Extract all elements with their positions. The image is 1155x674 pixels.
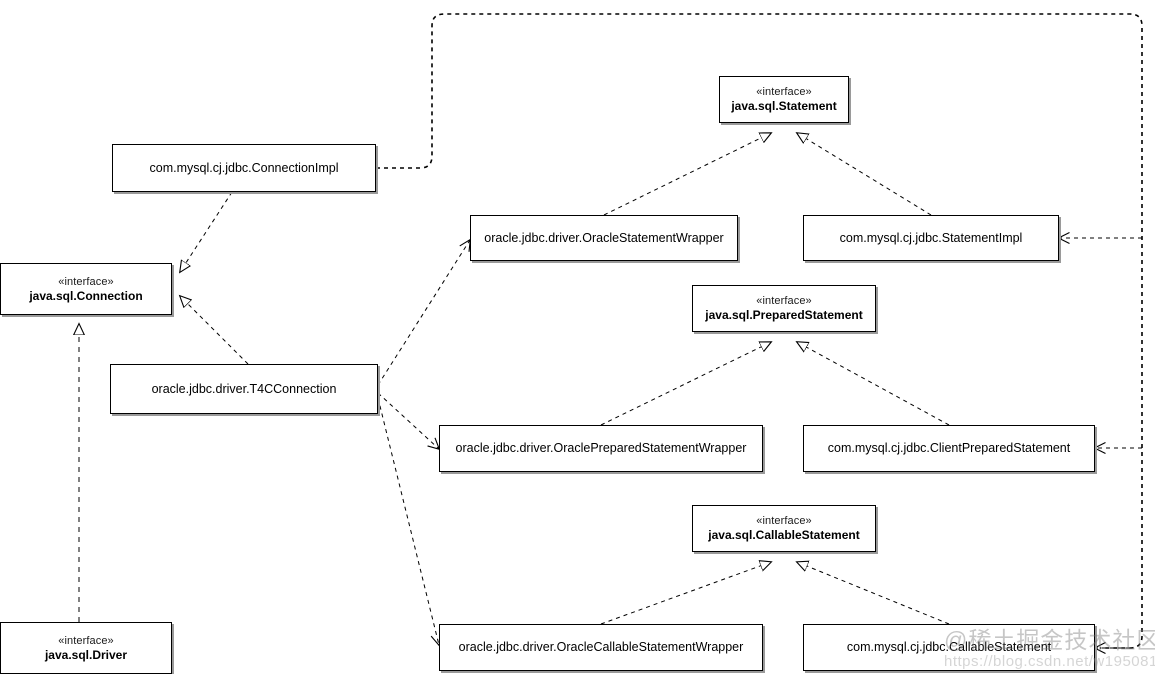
node-sql-statement[interactable]: «interface» java.sql.Statement bbox=[719, 76, 849, 123]
node-oracle-callable-statement-wrapper[interactable]: oracle.jdbc.driver.OracleCallableStateme… bbox=[439, 624, 763, 671]
node-connection-impl[interactable]: com.mysql.cj.jdbc.ConnectionImpl bbox=[112, 144, 376, 192]
edge-connectionimpl-to-connection bbox=[180, 191, 233, 272]
node-oracle-statement-wrapper[interactable]: oracle.jdbc.driver.OracleStatementWrappe… bbox=[470, 215, 738, 261]
edge-t4cconnection-to-connection bbox=[180, 296, 249, 365]
node-sql-prepared-statement[interactable]: «interface» java.sql.PreparedStatement bbox=[692, 285, 876, 332]
node-oracle-statement-wrapper-label: oracle.jdbc.driver.OracleStatementWrappe… bbox=[484, 230, 724, 245]
node-oracle-prepared-statement-wrapper[interactable]: oracle.jdbc.driver.OraclePreparedStateme… bbox=[439, 425, 763, 472]
edge-connectionimpl-bus-trunk bbox=[376, 13, 1143, 649]
node-mysql-statement-impl-label: com.mysql.cj.jdbc.StatementImpl bbox=[839, 230, 1023, 245]
node-sql-driver[interactable]: «interface» java.sql.Driver bbox=[0, 622, 172, 674]
node-sql-prepared-statement-stereotype: «interface» bbox=[756, 295, 812, 307]
node-sql-driver-stereotype: «interface» bbox=[58, 634, 114, 647]
node-sql-driver-label: java.sql.Driver bbox=[44, 647, 128, 662]
node-t4c-connection[interactable]: oracle.jdbc.driver.T4CConnection bbox=[110, 364, 378, 414]
node-mysql-statement-impl[interactable]: com.mysql.cj.jdbc.StatementImpl bbox=[803, 215, 1059, 261]
node-sql-callable-statement-label: java.sql.CallableStatement bbox=[708, 528, 860, 542]
edge-mysql-statement-impl-to-statement bbox=[797, 133, 932, 216]
edge-mysql-client-prepared-to-prepared bbox=[797, 342, 950, 426]
node-sql-statement-label: java.sql.Statement bbox=[731, 99, 837, 113]
edge-oracle-statement-wrapper-to-statement bbox=[603, 133, 771, 216]
edge-t4cconnection-to-oracle-prepared-wrapper bbox=[377, 392, 441, 451]
node-mysql-callable-statement[interactable]: com.mysql.cj.jdbc.CallableStatement bbox=[803, 624, 1095, 671]
edge-mysql-callable-to-callable bbox=[797, 562, 950, 625]
node-sql-callable-statement-stereotype: «interface» bbox=[756, 515, 812, 527]
node-oracle-callable-statement-wrapper-label: oracle.jdbc.driver.OracleCallableStateme… bbox=[458, 640, 744, 654]
node-connection-impl-label: com.mysql.cj.jdbc.ConnectionImpl bbox=[149, 160, 339, 175]
node-sql-connection[interactable]: «interface» java.sql.Connection bbox=[0, 263, 172, 315]
edge-t4cconnection-to-oracle-callable-wrapper bbox=[377, 397, 443, 647]
node-mysql-client-prepared-statement-label: com.mysql.cj.jdbc.ClientPreparedStatemen… bbox=[827, 441, 1071, 455]
node-sql-connection-stereotype: «interface» bbox=[58, 275, 114, 288]
node-oracle-prepared-statement-wrapper-label: oracle.jdbc.driver.OraclePreparedStateme… bbox=[455, 441, 747, 455]
edge-t4cconnection-to-oracle-statement-wrapper bbox=[377, 238, 471, 386]
node-sql-prepared-statement-label: java.sql.PreparedStatement bbox=[705, 308, 863, 322]
node-mysql-client-prepared-statement[interactable]: com.mysql.cj.jdbc.ClientPreparedStatemen… bbox=[803, 425, 1095, 472]
node-sql-callable-statement[interactable]: «interface» java.sql.CallableStatement bbox=[692, 505, 876, 552]
edge-oracle-callable-wrapper-to-callable bbox=[600, 562, 771, 625]
node-t4c-connection-label: oracle.jdbc.driver.T4CConnection bbox=[151, 381, 337, 396]
edge-oracle-prepared-wrapper-to-prepared bbox=[600, 342, 771, 426]
node-sql-statement-stereotype: «interface» bbox=[756, 86, 812, 98]
node-sql-connection-label: java.sql.Connection bbox=[29, 288, 143, 303]
node-mysql-callable-statement-label: com.mysql.cj.jdbc.CallableStatement bbox=[846, 640, 1052, 654]
